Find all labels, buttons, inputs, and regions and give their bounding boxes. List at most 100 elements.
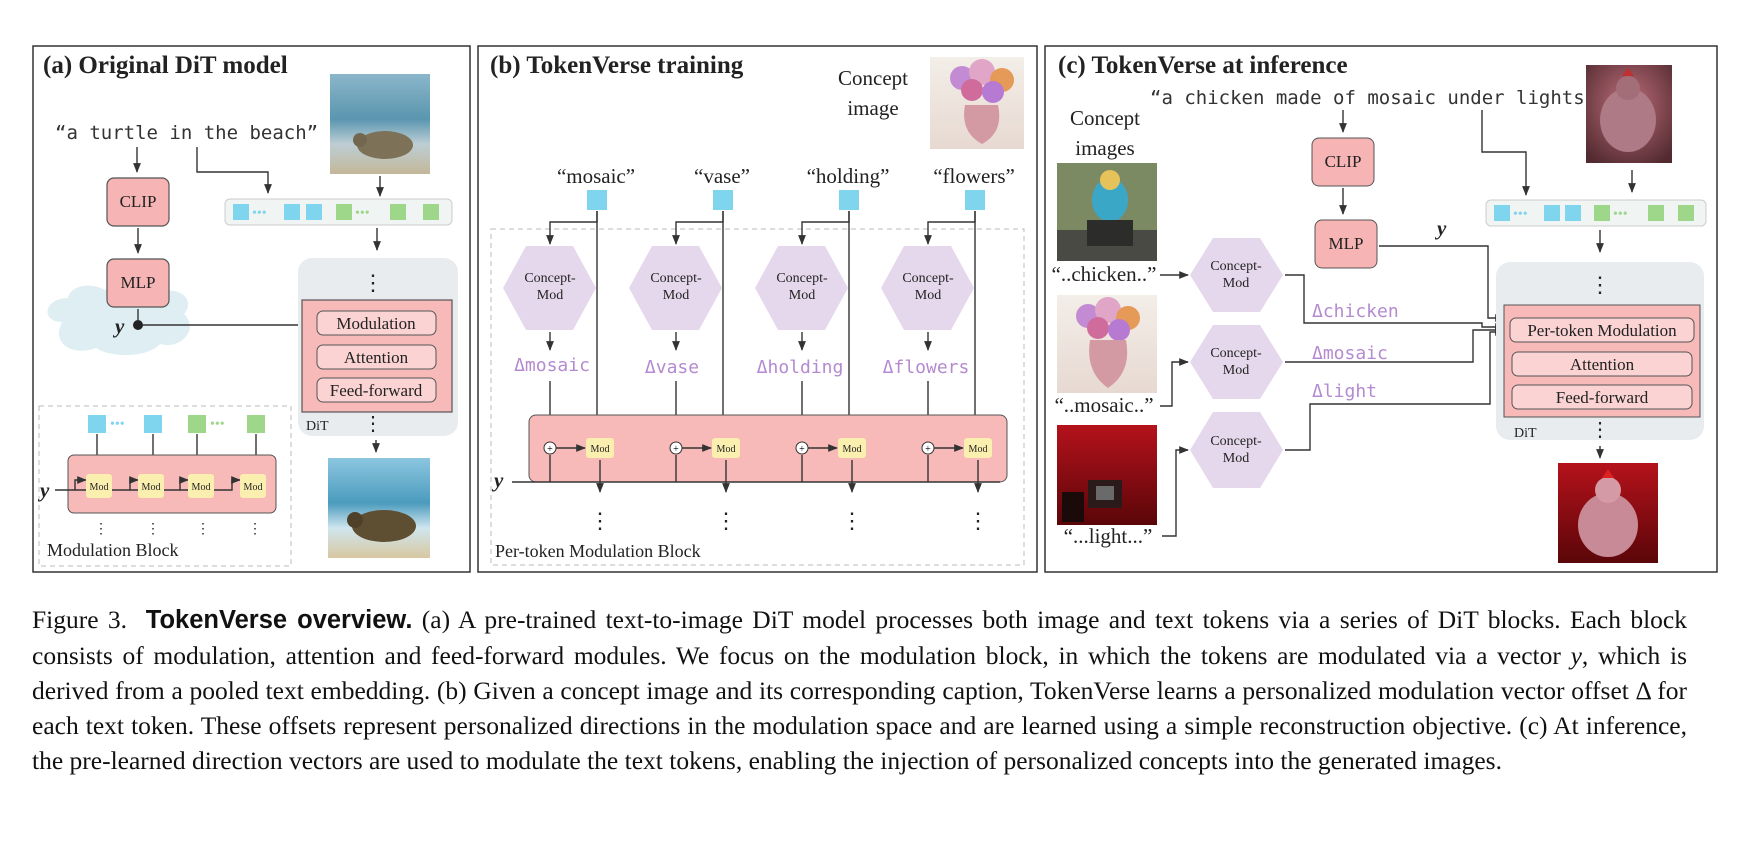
token-mosaic: “mosaic”: [557, 164, 635, 188]
svg-text:Mod: Mod: [537, 288, 563, 303]
panel-c-per-token-mod-box: [1509, 317, 1695, 343]
caption-light: “...light...”: [1064, 524, 1153, 548]
svg-text:Concept-: Concept-: [776, 271, 828, 286]
panel-a-y: y: [112, 314, 125, 338]
modulation-block-label: Modulation Block: [47, 540, 179, 560]
generated-chicken-image: [1558, 463, 1658, 563]
panel-c-clip-box: [1311, 137, 1375, 187]
svg-text:⋮: ⋮: [362, 270, 384, 295]
panel-c-feedforward-box: [1511, 384, 1693, 410]
panel-a-modulation-box: [316, 310, 437, 336]
concept-image-light: [1057, 425, 1157, 525]
panel-a-mod-1: Mod: [90, 482, 109, 493]
caption-label: Figure 3.: [32, 605, 128, 634]
svg-text:⋮: ⋮: [715, 508, 737, 533]
concept-mod-hex-1: Concept- Mod: [503, 246, 596, 330]
panel-a-feedforward-label: Feed-forward: [330, 381, 423, 400]
svg-text:Concept-: Concept-: [1210, 346, 1262, 361]
svg-text:⋮: ⋮: [146, 522, 160, 537]
panel-b-concept-label-2: image: [847, 96, 898, 120]
panel-a-clip-box: [106, 177, 170, 227]
delta-mosaic: Δmosaic: [514, 355, 590, 376]
svg-text:Mod: Mod: [717, 444, 736, 455]
svg-text:⋮: ⋮: [363, 413, 383, 435]
delta-vase: Δvase: [645, 357, 699, 378]
panel-c-token-strip: ••• •••: [1485, 199, 1707, 227]
svg-text:Mod: Mod: [1223, 363, 1249, 378]
modulation-block-inset: [38, 405, 292, 567]
concept-vase-image: [930, 57, 1024, 149]
panel-c-mlp-box: [1314, 219, 1378, 269]
panel-c: (c) TokenVerse at inference “a chicken m…: [1044, 45, 1718, 573]
svg-text:+: +: [925, 444, 931, 455]
svg-text:⋮: ⋮: [1590, 419, 1610, 441]
svg-text:Mod: Mod: [969, 444, 988, 455]
concept-image-mosaic: [1057, 295, 1157, 393]
panel-a-mlp-box: [106, 258, 170, 308]
svg-text:+: +: [547, 444, 553, 455]
svg-text:⋮: ⋮: [248, 522, 262, 537]
panel-c-concept-mod-3: Concept- Mod: [1190, 412, 1283, 488]
panel-c-concept-mod-1: Concept- Mod: [1190, 238, 1283, 312]
per-token-block-label: Per-token Modulation Block: [495, 541, 701, 561]
svg-text:Mod: Mod: [591, 444, 610, 455]
panel-c-per-token-mod-label: Per-token Modulation: [1527, 321, 1677, 340]
svg-text:⋮: ⋮: [589, 508, 611, 533]
panel-a-clip-label: CLIP: [120, 192, 157, 211]
concept-mod-hex-2: Concept- Mod: [629, 246, 722, 330]
panel-a-attention-box: [316, 344, 437, 370]
panel-a-prompt: “a turtle in the beach”: [55, 122, 318, 144]
token-vase: “vase”: [694, 164, 750, 188]
svg-text:Concept-: Concept-: [650, 271, 702, 286]
svg-text:Concept-: Concept-: [524, 271, 576, 286]
delta-mosaic-c: Δmosaic: [1312, 343, 1388, 364]
caption-bold-title: TokenVerse overview.: [145, 606, 413, 634]
svg-text:•••: •••: [355, 206, 370, 221]
panel-b-concept-label-1: Concept: [838, 66, 908, 90]
panel-c-mlp-label: MLP: [1329, 234, 1364, 253]
panel-c-attention-label: Attention: [1570, 355, 1635, 374]
panel-a-token-strip: ••• •••: [224, 198, 453, 226]
svg-text:•••: •••: [252, 206, 267, 221]
generated-chicken-noisy: [1586, 65, 1672, 163]
caption-chicken: “..chicken..”: [1052, 262, 1157, 286]
svg-text:Concept-: Concept-: [902, 271, 954, 286]
panel-b-title: (b) TokenVerse training: [490, 52, 744, 79]
panel-a-modulation-label: Modulation: [336, 314, 416, 333]
noisy-turtle-image: [330, 74, 430, 174]
panel-a-dit-label: DiT: [306, 419, 329, 434]
svg-text:Mod: Mod: [843, 444, 862, 455]
panel-a-mlp-label: MLP: [121, 273, 156, 292]
panel-c-title: (c) TokenVerse at inference: [1058, 52, 1348, 79]
caption-text-2: , which is derived from a pooled text em…: [32, 641, 1688, 775]
svg-text:Mod: Mod: [789, 288, 815, 303]
panel-a-mod-2: Mod: [142, 482, 161, 493]
svg-text:Mod: Mod: [663, 288, 689, 303]
panel-b-mod-unit-4: + Mod: [921, 438, 992, 458]
caption-var: y: [1570, 641, 1582, 670]
panel-a-mod-4: Mod: [244, 482, 263, 493]
panel-c-attention-box: [1511, 351, 1693, 377]
svg-text:•••: •••: [1513, 207, 1528, 222]
svg-text:+: +: [799, 444, 805, 455]
svg-text:⋮: ⋮: [967, 508, 989, 533]
panel-c-feedforward-label: Feed-forward: [1556, 388, 1649, 407]
svg-text:⋮: ⋮: [1589, 272, 1611, 297]
panel-b-mod-unit-1: + Mod: [543, 438, 614, 458]
svg-text:⋮: ⋮: [841, 508, 863, 533]
panel-c-y: y: [1434, 216, 1447, 240]
svg-text:Concept-: Concept-: [1210, 434, 1262, 449]
panel-b-y: y: [491, 468, 504, 492]
concept-mod-hex-4: Concept- Mod: [881, 246, 974, 330]
delta-chicken: Δchicken: [1312, 301, 1399, 322]
svg-text:Mod: Mod: [915, 288, 941, 303]
panel-c-dit-label: DiT: [1514, 426, 1537, 441]
panel-a-title: (a) Original DiT model: [43, 52, 288, 79]
concept-image-chicken: [1057, 163, 1157, 261]
panel-c-concept-images-2: images: [1075, 136, 1134, 160]
svg-text:+: +: [673, 444, 679, 455]
svg-text:•••: •••: [1613, 207, 1628, 222]
token-flowers: “flowers”: [933, 164, 1015, 188]
panel-a-mod-3: Mod: [192, 482, 211, 493]
panel-c-prompt: “a chicken made of mosaic under lights”: [1150, 87, 1596, 109]
